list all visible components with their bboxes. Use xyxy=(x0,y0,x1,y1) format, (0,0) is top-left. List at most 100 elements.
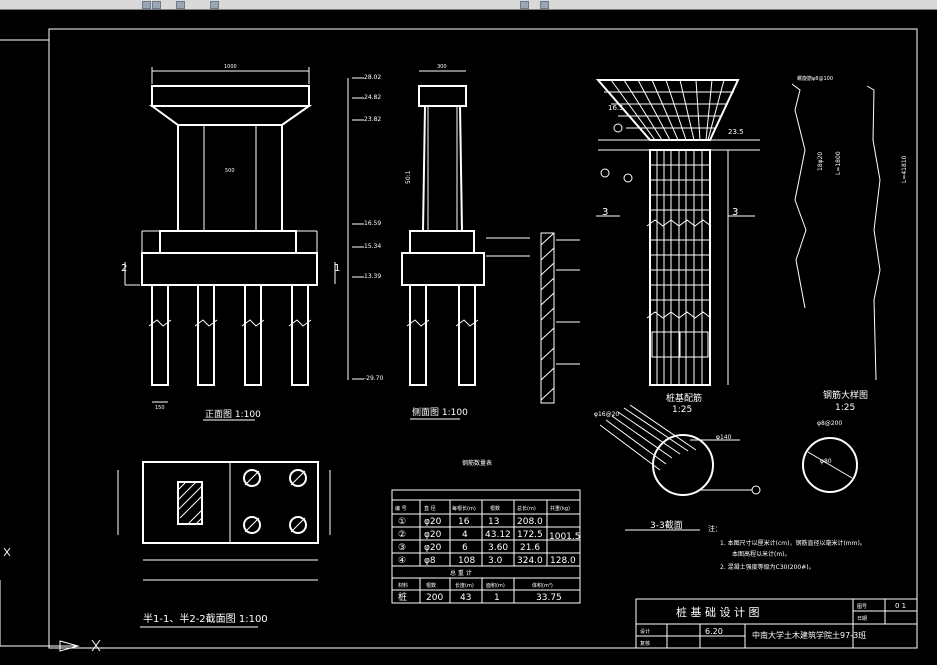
rebar-table: 钢筋数量表 编 号 直 径 每根长(m) 根数 总长(m) 共重(kg) xyxy=(391,459,581,604)
note-line-3: 2. 混凝土强度等级为C30(200#)。 xyxy=(720,563,815,571)
svg-text:6.20: 6.20 xyxy=(705,627,723,636)
svg-text:直 径: 直 径 xyxy=(424,505,436,512)
svg-text:3: 3 xyxy=(732,207,738,218)
svg-text:13.39: 13.39 xyxy=(364,273,381,280)
svg-text:23.82: 23.82 xyxy=(364,116,381,123)
notes-title: 注： xyxy=(708,524,722,533)
notes: 注： 1. 本图尺寸以厘米计(cm)，钢筋直径以毫米计(mm)。 本图高程以米计… xyxy=(708,524,866,571)
svg-text:③: ③ xyxy=(398,543,406,553)
svg-text:16.5: 16.5 xyxy=(608,104,624,112)
svg-text:-29.70: -29.70 xyxy=(364,375,384,382)
svg-text:φ20: φ20 xyxy=(424,517,442,527)
note-line-2: 本图高程以米计(m)。 xyxy=(732,550,791,558)
svg-text:共重(kg): 共重(kg) xyxy=(550,505,570,512)
plan-view-title: 半1-1、半2-2截面图 1:100 xyxy=(143,612,268,625)
dim-top-width: 1000 xyxy=(224,64,237,70)
svg-text:长度(m): 长度(m) xyxy=(455,582,474,589)
drawing-title: 桩 基 础 设 计 图 xyxy=(676,605,759,619)
svg-text:φ80: φ80 xyxy=(820,458,832,465)
svg-text:0 1: 0 1 xyxy=(895,602,906,610)
svg-text:3.60: 3.60 xyxy=(488,543,508,553)
svg-text:根数: 根数 xyxy=(490,505,500,512)
svg-text:13: 13 xyxy=(488,517,499,527)
spiral-detail-scale: 1:25 xyxy=(835,403,855,413)
section-mark-2: 2 xyxy=(121,263,127,274)
svg-text:108: 108 xyxy=(458,556,475,566)
svg-text:208.0: 208.0 xyxy=(517,517,543,527)
svg-text:L=1800: L=1800 xyxy=(835,151,842,175)
front-view-title: 正面图 1:100 xyxy=(205,409,261,420)
svg-text:128.0: 128.0 xyxy=(550,556,576,566)
save-icon[interactable] xyxy=(176,1,185,9)
svg-text:18φ20: 18φ20 xyxy=(817,152,824,171)
svg-text:日期: 日期 xyxy=(857,616,867,622)
elevation-marks: 28.02 24.82 23.82 16.59 15.34 13.39 -29.… xyxy=(334,74,384,382)
svg-text:每根长(m): 每根长(m) xyxy=(452,505,476,512)
dim-side-top: 300 xyxy=(437,64,447,70)
svg-text:6: 6 xyxy=(462,543,468,553)
open-icon[interactable] xyxy=(152,1,161,9)
sheet-border xyxy=(48,28,918,649)
front-view: 1000 500 150 2 正面图 1:100 xyxy=(121,64,318,421)
toolbar xyxy=(0,0,937,10)
spiral-detail-title: 钢筋大样图 xyxy=(823,389,868,401)
svg-text:编 号: 编 号 xyxy=(395,505,407,512)
plan-view: 半1-1、半2-2截面图 1:100 xyxy=(117,461,331,628)
svg-text:4: 4 xyxy=(462,530,468,540)
svg-text:33.75: 33.75 xyxy=(536,593,562,603)
svg-text:200: 200 xyxy=(426,593,443,603)
svg-text:根数: 根数 xyxy=(426,582,436,589)
svg-text:④: ④ xyxy=(398,556,406,566)
app-icon[interactable] xyxy=(142,1,151,9)
pan-icon[interactable] xyxy=(540,1,549,9)
svg-text:螺旋筋φ8@100: 螺旋筋φ8@100 xyxy=(797,75,833,82)
svg-text:16.59: 16.59 xyxy=(364,220,381,227)
side-slope: 50:1 xyxy=(405,170,412,184)
title-block: 桩 基 础 设 计 图 设计 复核 6.20 中南大学土木建筑学院土97-3班 … xyxy=(635,598,918,649)
svg-text:桩: 桩 xyxy=(398,591,407,603)
rebar-detail-scale: 1:25 xyxy=(672,405,692,415)
svg-text:3: 3 xyxy=(602,207,608,218)
svg-text:24.82: 24.82 xyxy=(364,94,381,101)
section33-title: 3-3截面 xyxy=(650,519,683,531)
svg-text:φ8@200: φ8@200 xyxy=(817,420,842,427)
svg-text:φ8: φ8 xyxy=(424,556,436,566)
svg-text:1001.5: 1001.5 xyxy=(549,532,581,542)
svg-text:材料: 材料 xyxy=(398,582,408,589)
svg-text:体积(m³): 体积(m³) xyxy=(532,582,553,589)
svg-text:复核: 复核 xyxy=(640,640,650,647)
rebar-detail: 3 3 16.5 23.5 桩基配筋 1:25 xyxy=(595,79,760,415)
svg-text:43.12: 43.12 xyxy=(485,530,511,540)
zoom-icon[interactable] xyxy=(520,1,529,9)
svg-text:L=41810: L=41810 xyxy=(901,155,908,183)
svg-text:1: 1 xyxy=(494,593,500,603)
svg-text:φ140: φ140 xyxy=(716,434,732,441)
svg-text:设计: 设计 xyxy=(640,628,650,635)
svg-text:面积(m): 面积(m) xyxy=(486,582,505,589)
svg-text:43: 43 xyxy=(460,593,471,603)
note-line-1: 1. 本图尺寸以厘米计(cm)，钢筋直径以毫米计(mm)。 xyxy=(720,539,866,547)
svg-text:φ20: φ20 xyxy=(424,543,442,553)
svg-text:23.5: 23.5 xyxy=(728,128,744,136)
drawing-canvas[interactable]: 1000 500 150 2 正面图 1:100 28.02 24.82 23.… xyxy=(0,10,937,665)
svg-text:16: 16 xyxy=(458,517,470,527)
svg-text:②: ② xyxy=(398,530,406,540)
svg-text:3.0: 3.0 xyxy=(488,556,503,566)
svg-text:总长(m): 总长(m) xyxy=(517,505,536,512)
svg-text:21.6: 21.6 xyxy=(520,543,540,553)
ucs-icon xyxy=(0,547,101,652)
svg-text:172.5: 172.5 xyxy=(517,530,543,540)
dim-pier-spacing: 500 xyxy=(225,168,235,174)
svg-text:φ20: φ20 xyxy=(424,530,442,540)
table-caption: 钢筋数量表 xyxy=(462,459,492,467)
section-mark-1: 1 xyxy=(334,263,340,274)
svg-text:324.0: 324.0 xyxy=(517,556,543,566)
spiral-detail: 螺旋筋φ8@100 18φ20 L=1800 L=41810 钢筋大样图 1:2… xyxy=(791,75,908,413)
svg-text:φ16@20: φ16@20 xyxy=(594,411,619,418)
undo-icon[interactable] xyxy=(210,1,219,9)
dim-pile-dia: 150 xyxy=(155,405,165,411)
svg-text:①: ① xyxy=(398,517,406,527)
svg-text:图号: 图号 xyxy=(857,604,867,610)
svg-text:15.34: 15.34 xyxy=(364,243,381,250)
